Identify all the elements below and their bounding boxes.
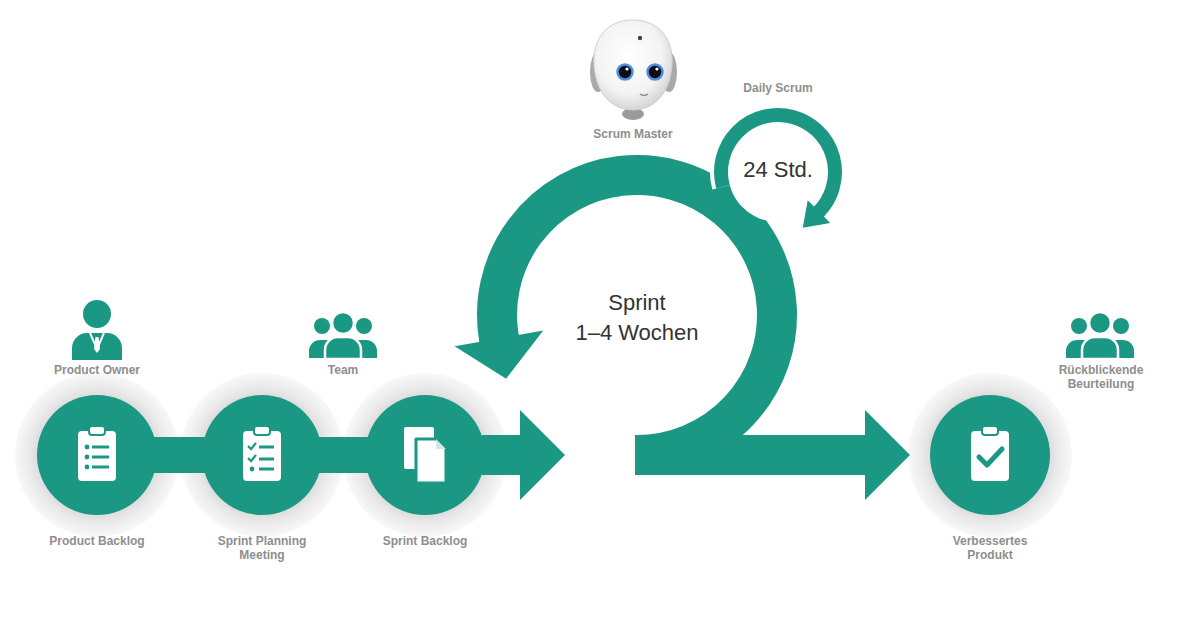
daily-scrum-loop: Daily Scrum24 Std. xyxy=(708,102,848,242)
text-holder: Sprint 1–4 Wochen xyxy=(562,288,712,348)
text-holder: Sprint Backlog xyxy=(360,534,490,548)
node-caption: Sprint Backlog xyxy=(360,534,490,548)
planning-circle: Sprint Planning Meeting xyxy=(202,395,322,515)
circle-shape xyxy=(930,395,1050,515)
text-holder: Daily Scrum xyxy=(708,81,848,95)
node-caption: Daily Scrum xyxy=(708,81,848,95)
node-caption: Sprint Planning Meeting xyxy=(207,534,317,562)
halo xyxy=(908,373,1072,537)
node-title: 24 Std. xyxy=(708,157,848,183)
node-icon xyxy=(971,426,1009,481)
text-holder: Product Owner xyxy=(27,363,167,377)
halo xyxy=(343,373,507,537)
role-label: Product Owner xyxy=(27,363,167,377)
circle-shape xyxy=(365,395,485,515)
cycle-arrowhead xyxy=(455,331,544,379)
connector-bar xyxy=(319,437,368,473)
node-caption: Verbessertes Produkt xyxy=(940,534,1040,562)
role-label: Rückblickende Beurteilung xyxy=(1046,363,1156,391)
halo xyxy=(15,373,179,537)
node-icon xyxy=(78,426,116,481)
wrap-spacer xyxy=(672,288,712,318)
node-title: Sprint 1–4 Wochen xyxy=(562,288,712,348)
node-caption: Product Backlog xyxy=(32,534,162,548)
text-holder: Team xyxy=(293,363,393,377)
backlog-circle: Product Backlog xyxy=(37,395,157,515)
retrospective-icon xyxy=(1066,312,1134,359)
text-holder: Sprint Planning Meeting xyxy=(207,534,317,562)
text-holder: Scrum Master xyxy=(563,127,703,141)
circle-fill xyxy=(930,395,1050,515)
circle-fill xyxy=(37,395,157,515)
flow-arrow xyxy=(794,410,910,500)
wrap-spacer xyxy=(562,288,602,318)
flow-arrow xyxy=(482,410,565,500)
role-label: Team xyxy=(293,363,393,377)
text-holder: Verbessertes Produkt xyxy=(940,534,1040,562)
cycle-exit-band xyxy=(635,435,797,475)
sprint-backlog-circle: Sprint Backlog xyxy=(365,395,485,515)
text-holder: Rückblickende Beurteilung xyxy=(1046,363,1156,391)
circle-shape xyxy=(37,395,157,515)
node-icon xyxy=(404,427,446,483)
daily-arrowhead xyxy=(803,200,831,228)
text-holder: Product Backlog xyxy=(32,534,162,548)
halo xyxy=(180,373,344,537)
role-label: Scrum Master xyxy=(563,127,703,141)
cycle-ring xyxy=(497,175,777,455)
circle-shape xyxy=(202,395,322,515)
circle-fill xyxy=(202,395,322,515)
halo-rings xyxy=(15,373,1072,537)
product-circle: Verbessertes Produkt xyxy=(930,395,1050,515)
product-owner-icon xyxy=(72,300,122,360)
connector-bar xyxy=(154,437,205,473)
node-icon xyxy=(243,426,281,481)
text-holder: 24 Std. xyxy=(708,157,848,183)
robot-head xyxy=(590,20,677,120)
team-icon xyxy=(309,312,377,359)
circle-fill xyxy=(365,395,485,515)
